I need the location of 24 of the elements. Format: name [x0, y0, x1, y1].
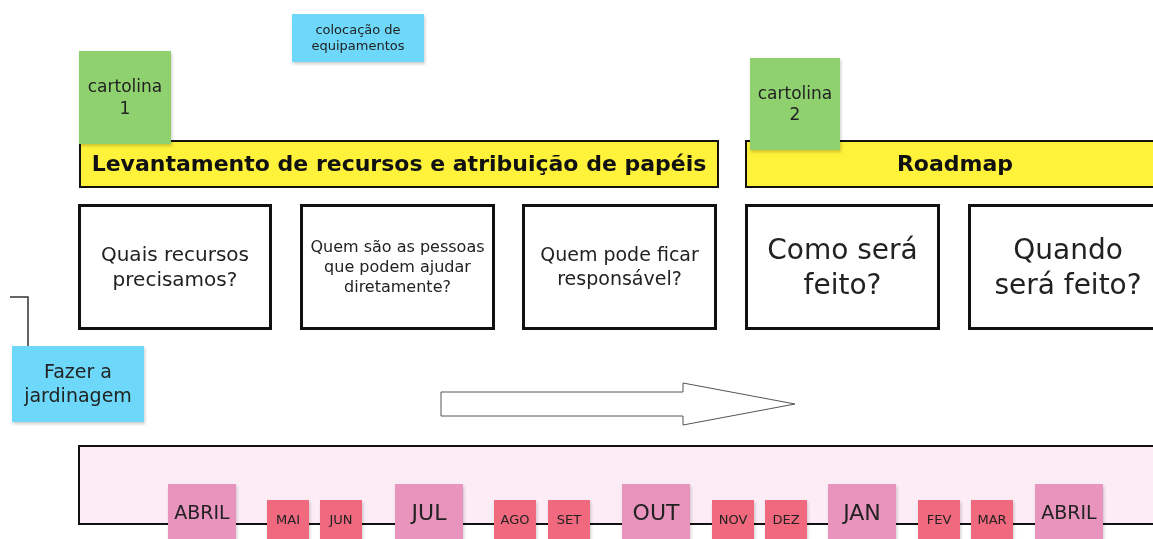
month-note: NOV: [712, 500, 754, 539]
header-band: Roadmap: [745, 140, 1153, 188]
month-note: ABRIL: [1035, 484, 1103, 539]
question-box: Como será feito?: [745, 204, 940, 330]
month-note: SET: [548, 500, 590, 539]
month-note: AGO: [494, 500, 536, 539]
month-note: FEV: [918, 500, 960, 539]
month-note: OUT: [622, 484, 690, 539]
header-band: Levantamento de recursos e atribuição de papéis: [79, 140, 719, 188]
sticky-note: cartolina 1: [79, 51, 171, 144]
question-box: Quando será feito?: [968, 204, 1153, 330]
month-note: DEZ: [765, 500, 807, 539]
month-note: JAN: [828, 484, 896, 539]
month-note: MAI: [267, 500, 309, 539]
sticky-note: cartolina 2: [750, 58, 840, 150]
month-note: JUL: [395, 484, 463, 539]
question-box: Quem são as pessoas que podem ajudar diretamente?: [300, 204, 495, 330]
sticky-note: colocação de equipamentos: [292, 14, 424, 62]
question-box: Quais recursos precisamos?: [78, 204, 272, 330]
month-note: ABRIL: [168, 484, 236, 539]
month-note: MAR: [971, 500, 1013, 539]
month-note: JUN: [320, 500, 362, 539]
question-box: Quem pode ficar responsável?: [522, 204, 717, 330]
sticky-note: Fazer a jardinagem: [12, 346, 144, 422]
